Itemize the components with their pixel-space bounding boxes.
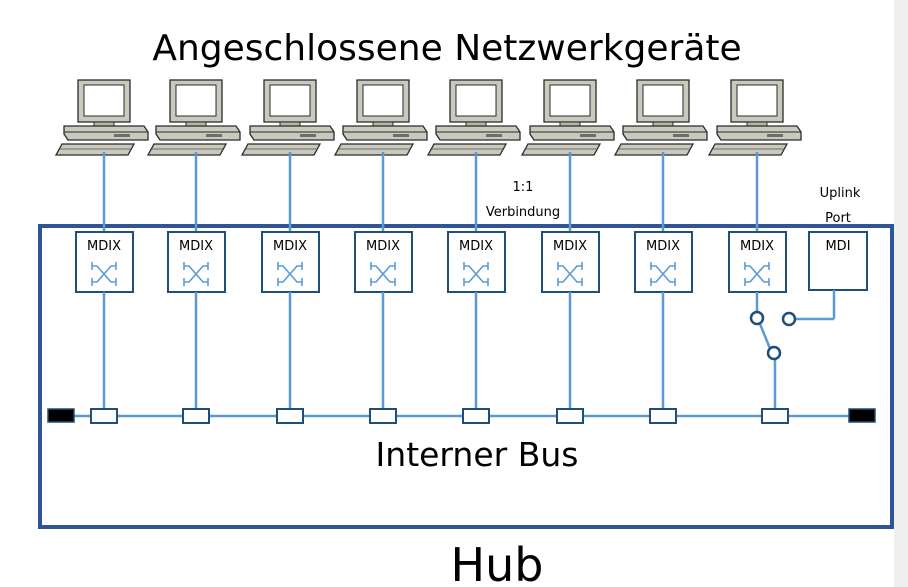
computers-row [55, 79, 802, 232]
mdix-port-label: MDIX [553, 239, 587, 254]
mdix-port-box [75, 231, 134, 293]
uplink-mdi-port [808, 231, 868, 291]
mdix-port: MDIX [167, 231, 226, 293]
bus-label: Interner Bus [376, 435, 579, 474]
bus-tap [90, 408, 118, 424]
mdix-port-label: MDIX [459, 239, 493, 254]
mdix-port-box [354, 231, 413, 293]
mdix-port-label: MDIX [646, 239, 680, 254]
mdix-port-label: MDIX [87, 239, 121, 254]
computer-icon [55, 79, 149, 156]
hub-frame [38, 224, 894, 529]
mdix-port-label: MDIX [273, 239, 307, 254]
crossover-icon [183, 262, 209, 286]
bus-tap [462, 408, 490, 424]
computer-icon [427, 79, 521, 156]
computer-icon [521, 79, 615, 156]
mdix-port-box [728, 231, 787, 293]
hub-label: Hub [451, 538, 544, 587]
bus-tap [369, 408, 397, 424]
mdix-port: MDIX [728, 231, 787, 293]
switch-contact-mdix [749, 310, 765, 326]
crossover-icon [650, 262, 676, 286]
computer-icon [708, 79, 802, 156]
switch-contact-mdi [781, 311, 797, 327]
bus-tap [556, 408, 584, 424]
bus-tap [649, 408, 677, 424]
bus-taps [90, 408, 789, 424]
mdix-port: MDIX [261, 231, 320, 293]
bus-terminator-left [47, 408, 75, 423]
bus-tap [761, 408, 789, 424]
bus-tap [276, 408, 304, 424]
crossover-icon [463, 262, 489, 286]
uplink-label-line2: Port [825, 211, 851, 226]
mdix-port-label: MDIX [740, 239, 774, 254]
connection-note-line2: Verbindung [486, 205, 560, 220]
computer-icon [334, 79, 428, 156]
mdix-port: MDIX [541, 231, 600, 293]
crossover-icon [91, 262, 117, 286]
mdix-port-label: MDIX [366, 239, 400, 254]
mdix-ports: MDIX MDIX MDIX MDIX MDIX MDIX MDIX MDIX [75, 231, 787, 410]
mdix-port-box [167, 231, 226, 293]
uplink-label-line1: Uplink [820, 186, 861, 201]
crossover-icon [744, 262, 770, 286]
crossover-icon [370, 262, 396, 286]
crossover-icon [557, 262, 583, 286]
mdix-port: MDIX [75, 231, 134, 293]
bus-terminator-right [848, 408, 876, 423]
mdix-port: MDIX [447, 231, 506, 293]
bus-tap [182, 408, 210, 424]
scrollbar[interactable] [894, 0, 908, 587]
computer-icon [241, 79, 335, 156]
mdix-port: MDIX [354, 231, 413, 293]
computer-icon [614, 79, 708, 156]
connection-note-line1: 1:1 [513, 180, 534, 195]
computer-icon [147, 79, 241, 156]
uplink-port-label: MDI [825, 239, 850, 254]
mdix-port-box [634, 231, 693, 293]
mdix-port: MDIX [634, 231, 693, 293]
crossover-icon [277, 262, 303, 286]
mdix-port-box [541, 231, 600, 293]
diagram-title: Angeschlossene Netzwerkgeräte [152, 28, 741, 69]
switch-pivot [766, 345, 782, 361]
mdix-port-label: MDIX [179, 239, 213, 254]
mdix-port-box [261, 231, 320, 293]
